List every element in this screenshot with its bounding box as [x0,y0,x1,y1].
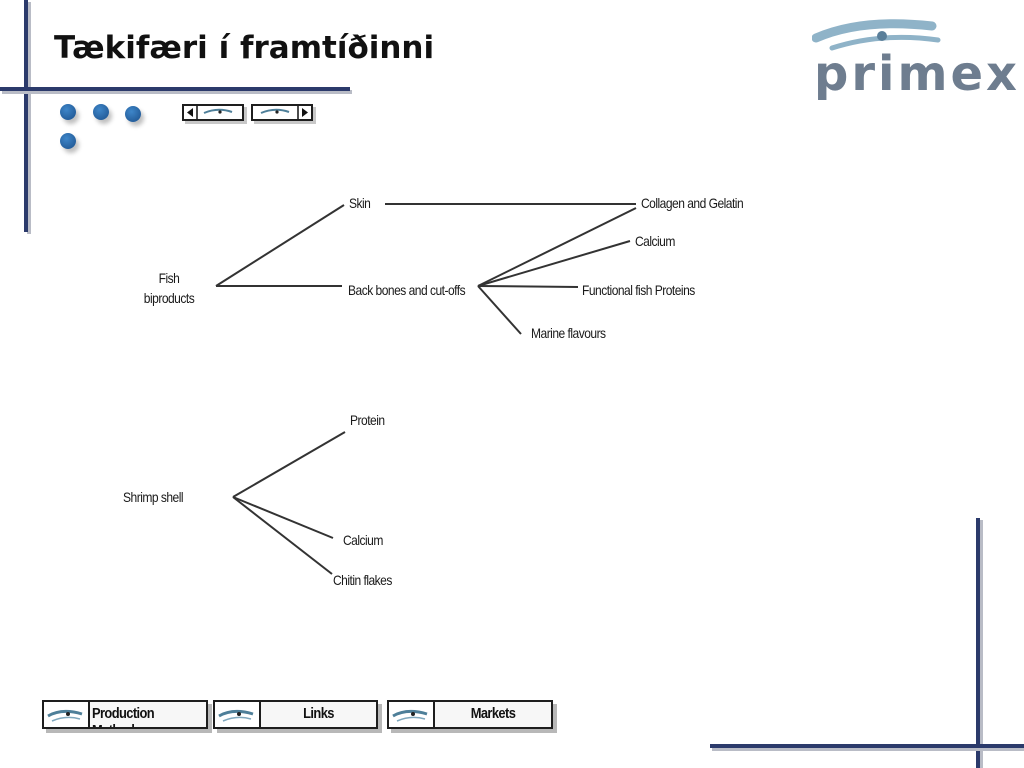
connector-backbones-proteins [477,285,579,288]
connector-shrimp-calcium [232,496,334,539]
connector-fish-skin [215,204,345,287]
arrow-right-icon [260,106,308,119]
logo-text: primex [814,46,1021,102]
links-button[interactable]: Links [213,700,378,729]
decor-dot [93,104,109,120]
decor-dot [60,104,76,120]
frame-line-top [0,87,350,91]
connector-shrimp-protein [232,431,346,498]
fish-biproducts-line2: biproducts [143,290,195,306]
fish-biproducts-node: Fish biproducts [140,268,198,308]
frame-shadow-bottom [712,747,1024,751]
next-slide-button[interactable] [251,104,313,121]
links-label: Links [303,705,334,722]
logo-swoosh-icon [812,19,941,51]
arrow-left-icon [187,106,233,119]
decor-dot [60,133,76,149]
fish-biproducts-line1: Fish [158,270,180,286]
proteins-node: Functional fish Proteins [582,282,695,298]
connector-backbones-calcium [477,240,631,287]
frame-shadow-right [979,520,983,768]
wave-eye-icon [389,702,435,727]
skin-node: Skin [349,195,371,211]
frame-shadow-top [2,90,352,94]
shrimp-shell-node: Shrimp shell [123,489,184,505]
frame-line-bottom [710,744,1024,748]
wave-eye-icon [215,702,261,727]
decor-dot [125,106,141,122]
primex-logo: primex [812,14,1017,102]
prev-slide-button[interactable] [182,104,244,121]
chitin-node: Chitin flakes [333,572,392,588]
markets-button[interactable]: Markets [387,700,553,729]
protein-node: Protein [350,412,385,428]
page-title: Tækifæri í framtíðinni [54,30,435,66]
wave-eye-icon [44,702,90,727]
backbones-node: Back bones and cut-offs [348,282,466,298]
markets-label: Markets [470,705,516,722]
connector-backbones-collagen [477,207,637,287]
frame-line-left [24,0,28,232]
production-methods-label: Production Methods [92,705,155,727]
production-methods-button[interactable]: Production Methods [42,700,208,729]
collagen-node: Collagen and Gelatin [641,195,744,211]
frame-line-right [976,518,980,768]
fish-calcium-node: Calcium [635,233,675,249]
flavours-node: Marine flavours [531,325,606,341]
frame-shadow-left [27,2,31,234]
connector-backbones-flavours [477,285,522,335]
connector-shrimp-chitin [232,496,333,575]
shrimp-calcium-node: Calcium [343,532,383,548]
